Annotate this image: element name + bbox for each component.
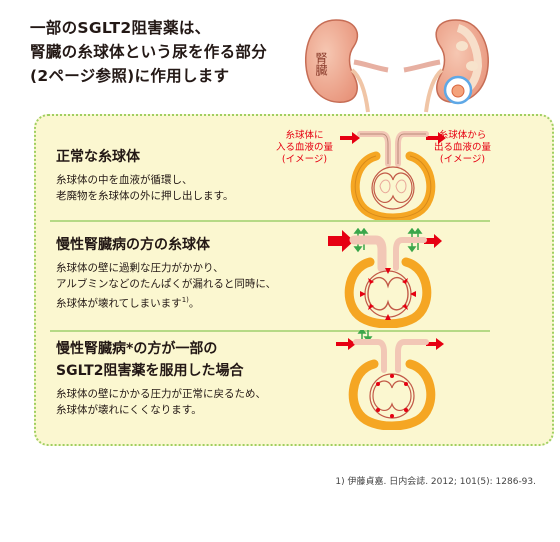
outflow-arrow-sglt2 [426,338,444,350]
section-2-body-period: 。 [188,297,200,310]
footnote-reference: 1) 伊藤貞嘉. 日内会誌. 2012; 101(5): 1286-93. [335,477,536,487]
outflow-callout-line-2: 出る血液の量 [434,142,492,153]
outflow-callout: 糸球体から 出る血液の量 (イメージ) [434,130,491,166]
headline: 一部のSGLT2阻害薬は、 腎臓の糸球体という尿を作る部分 (2ページ参照)に作… [30,16,320,88]
section-1-body-line-2: 老廃物を糸球体の外に押し出します。 [56,190,234,202]
bowman-capsule-sglt2 [348,359,436,430]
outflow-arrow-ckd [424,234,442,248]
kidney-illustration: 腎臓 [304,19,489,113]
kidney-label-glyph: 腎臓 [314,52,328,77]
glomerulus-normal [340,131,446,220]
section-2-body-line-3: 糸球体が壊れてしまいます1)。 [56,292,199,312]
section-3-title-line-1: 慢性腎臓病*の方が一部の [56,341,218,357]
section-2-body-line-1: 糸球体の壁に過剰な圧力がかかり、 [56,262,224,274]
left-kidney-shape [304,19,359,103]
section-divider-1 [50,220,490,222]
outflow-callout-line-1: 糸球体から [438,130,487,141]
pressure-arrows [360,268,416,320]
headline-line-1: 一部のSGLT2阻害薬は、 [30,19,211,37]
inflow-callout-line-3: (イメージ) [281,154,328,165]
section-1-body-line-1: 糸球体の中を血液が循環し、 [56,174,193,186]
headline-line-2: 腎臓の糸球体という尿を作る部分 [30,43,268,61]
section-3-title-line-2: SGLT2阻害薬を服用した場合 [56,363,244,379]
section-1-title: 正常な糸球体 [56,149,140,165]
inflow-callout-line-1: 糸球体に [285,130,324,141]
leak-arrows [353,228,423,253]
section-3-body-line-2: 糸球体が壊れにくくなります。 [56,404,202,416]
inflow-callout-line-2: 入る血液の量 [276,142,334,153]
inflow-callout: 糸球体に 入る血液の量 (イメージ) [276,130,333,166]
inflow-arrow-sglt2 [336,338,356,350]
section-2-body-line-2: アルブミンなどのたんぱくが漏れると同時に、 [56,278,277,290]
bowman-capsule-ckd [344,257,432,328]
section-3-body-line-1: 糸球体の壁にかかる圧力が正常に戻るため、 [56,388,266,400]
glomerulus-panel [34,114,554,446]
headline-line-3: (2ページ参照)に作用します [30,67,230,85]
outflow-callout-line-3: (イメージ) [439,154,486,165]
pressure-dots [376,374,408,418]
glomerulus-sglt2 [336,330,444,430]
inflow-arrow-large [328,230,354,252]
outflow-arrow-small [426,132,446,144]
glomerulus-ckd [328,228,442,328]
inflow-arrow-small [340,132,360,144]
section-2-title: 慢性腎臓病の方の糸球体 [56,237,210,253]
section-2-body-line-3-text: 糸球体が壊れてしまいます [56,297,182,310]
section-divider-2 [50,330,490,332]
section-2-footnote-ref: 1) [181,296,189,304]
